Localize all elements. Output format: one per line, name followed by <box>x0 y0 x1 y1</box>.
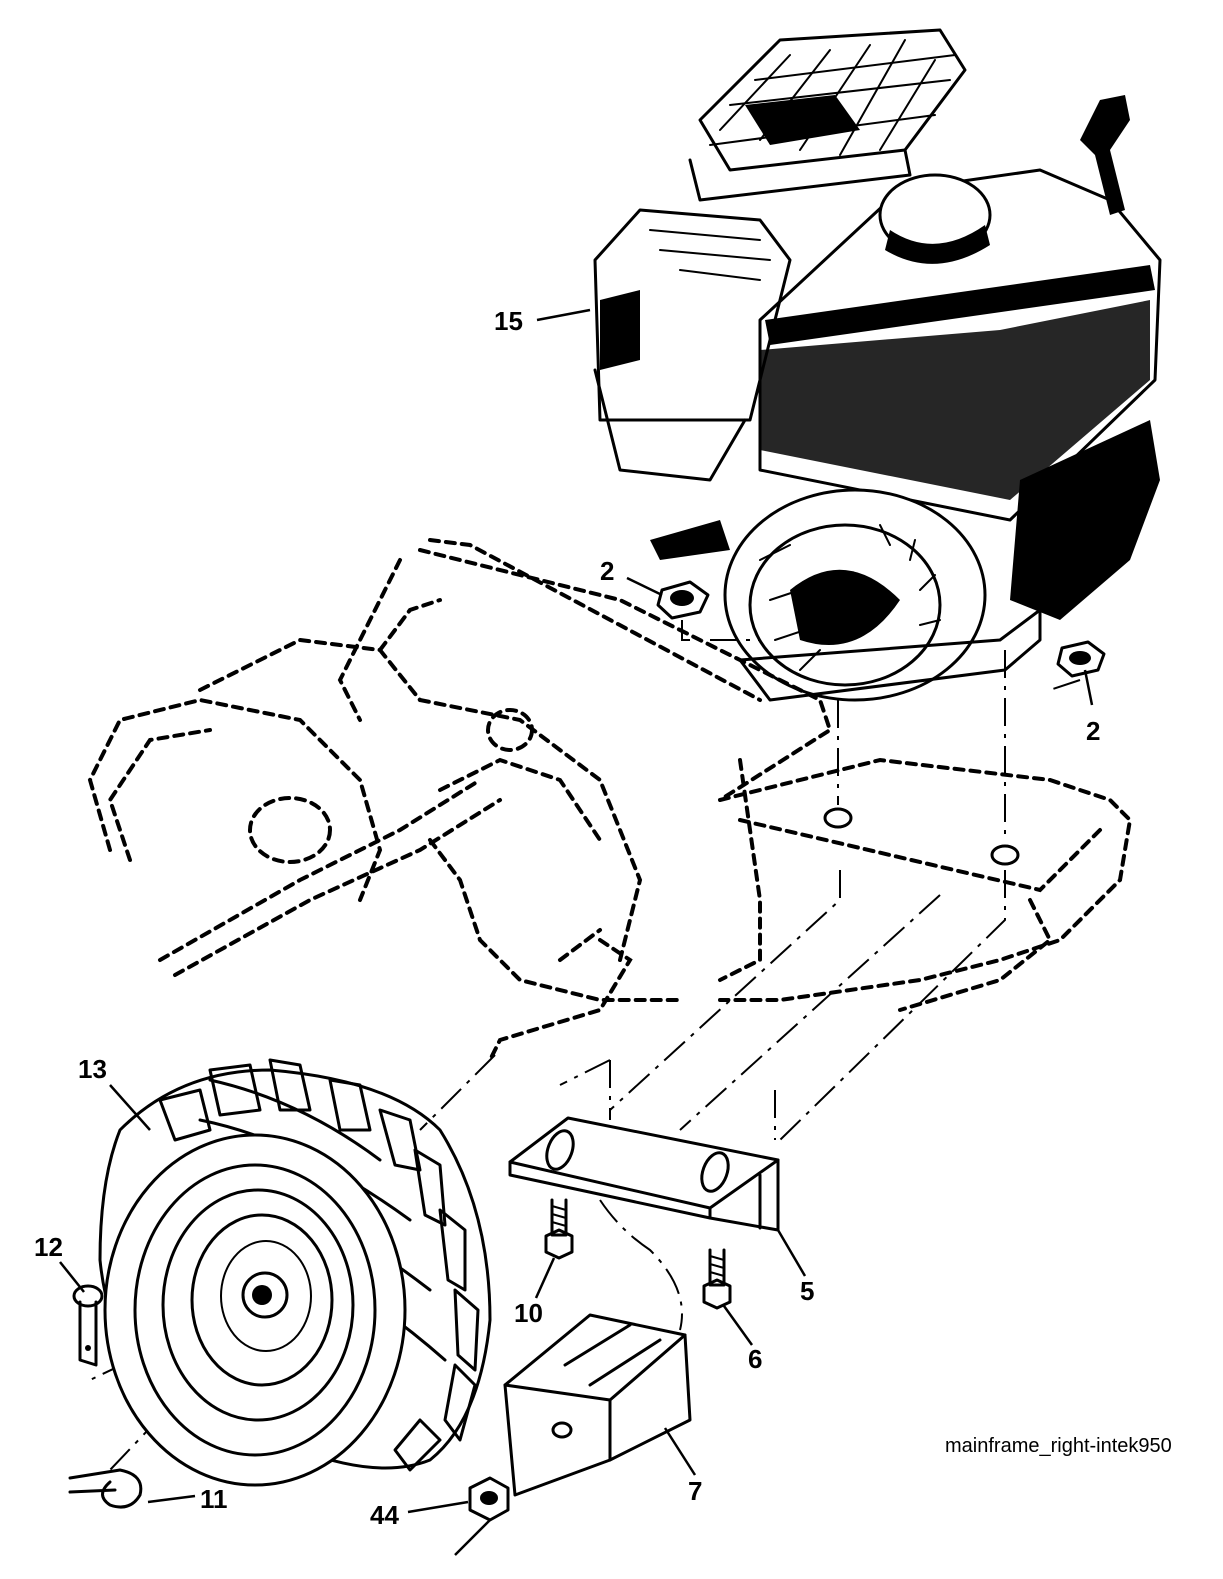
crankcase <box>1010 420 1160 620</box>
dipstick <box>1080 95 1130 215</box>
engine-illustration <box>593 28 1162 702</box>
callout-11: 11 <box>200 1484 228 1514</box>
mounting-hole-front <box>823 807 853 829</box>
callout-44: 44 <box>370 1500 399 1530</box>
muffler <box>593 208 792 482</box>
air-cleaner-guard <box>688 28 967 202</box>
diagram-caption: mainframe_right-intek950 <box>945 1435 1172 1457</box>
callout-5: 5 <box>800 1276 814 1306</box>
hex-bolt-10 <box>544 1198 574 1260</box>
recoil-starter <box>650 488 987 702</box>
hex-nut-44 <box>468 1476 510 1522</box>
callout-15: 15 <box>494 306 523 336</box>
callout-2-left: 2 <box>600 556 614 586</box>
fuel-tank <box>758 168 1162 522</box>
tiller-frame-phantom <box>87 538 1133 1062</box>
callout-13: 13 <box>78 1054 107 1084</box>
wheel-weight <box>503 1313 692 1497</box>
flange-nut-left <box>656 580 710 620</box>
callout-6: 6 <box>748 1344 762 1374</box>
hairpin-clip <box>68 1468 143 1509</box>
callout-leaders <box>59 308 1094 1556</box>
callout-7: 7 <box>688 1476 702 1506</box>
callout-2-right: 2 <box>1086 716 1100 746</box>
mounting-hole-rear <box>990 844 1020 866</box>
callout-12: 12 <box>34 1232 63 1262</box>
mounting-bracket <box>508 1116 780 1232</box>
engine-base <box>738 608 1042 702</box>
tire-and-wheel <box>98 1058 492 1487</box>
clevis-pin <box>72 1284 104 1367</box>
callout-10: 10 <box>514 1298 543 1328</box>
flange-nut-right <box>1056 640 1106 678</box>
hex-bolt-6 <box>702 1248 732 1310</box>
